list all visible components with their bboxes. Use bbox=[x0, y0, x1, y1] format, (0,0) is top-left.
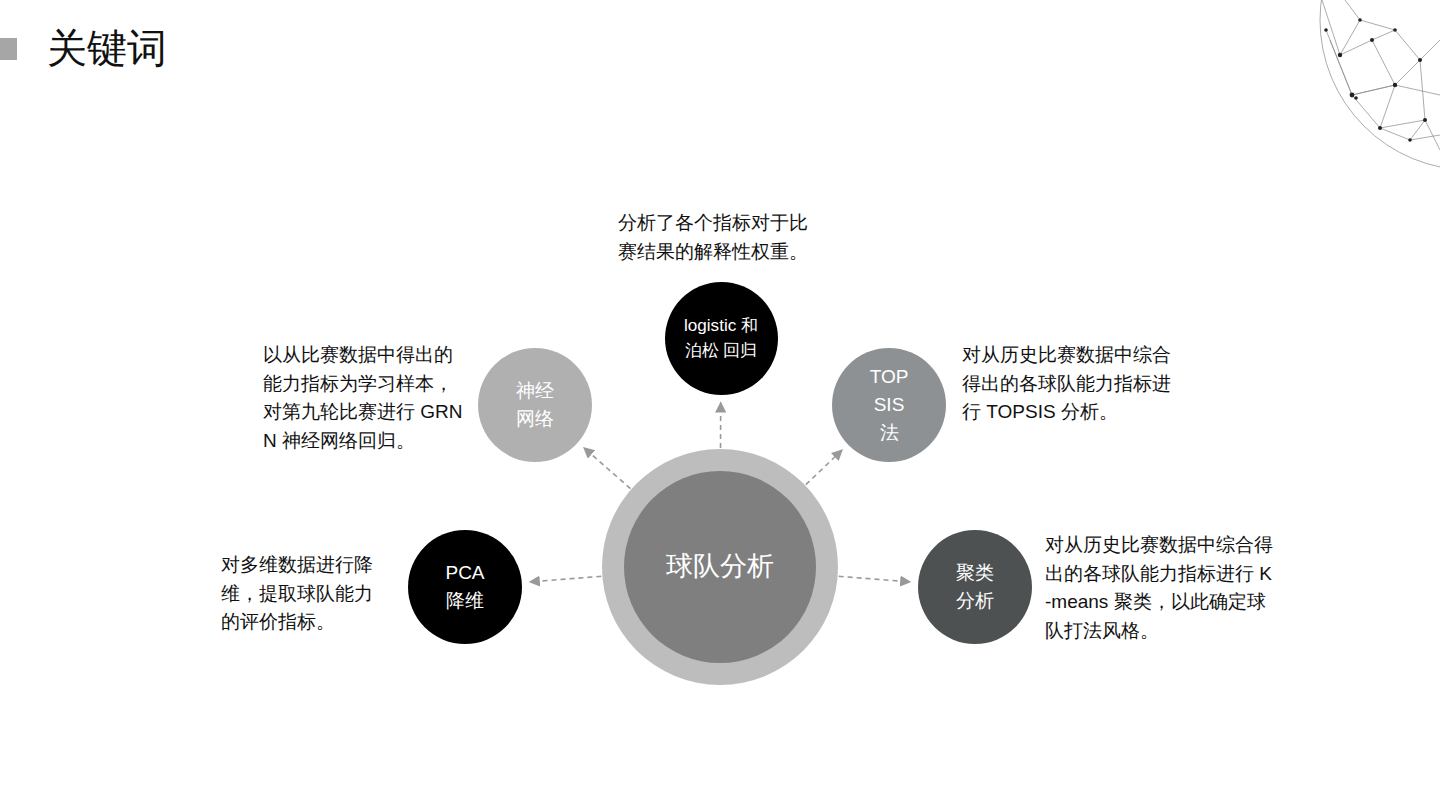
dashed-arrow bbox=[530, 576, 602, 582]
description-note: 以从比赛数据中得出的能力指标为学习样本，对第九轮比赛进行 GRNN 神经网络回归… bbox=[263, 341, 465, 455]
circle-shape bbox=[918, 530, 1032, 644]
topic-circle: logistic 和泊松 回归 bbox=[665, 282, 778, 395]
topic-circle: TOP SIS 法 bbox=[832, 348, 946, 462]
globe-dots bbox=[1324, 18, 1427, 142]
title-marker bbox=[0, 38, 17, 60]
description-note: 对从历史比赛数据中综合得出的各球队能力指标进行 TOPSIS 分析。 bbox=[962, 341, 1186, 427]
circle-shape bbox=[408, 530, 522, 644]
circle-shape bbox=[478, 348, 592, 462]
hub-label: 球队分析 bbox=[645, 547, 795, 587]
circle-fill bbox=[832, 348, 946, 462]
topic-circle: 聚类 分析 bbox=[918, 530, 1032, 644]
dashed-arrow bbox=[839, 576, 911, 582]
hub-circle: 球队分析 bbox=[602, 449, 838, 685]
description-note: 分析了各个指标对于比赛结果的解释性权重。 bbox=[618, 209, 824, 266]
circle-fill bbox=[918, 530, 1032, 644]
topic-label: PCA 降维 bbox=[440, 559, 490, 615]
topic-label: logistic 和泊松 回归 bbox=[684, 313, 758, 364]
circle-fill bbox=[478, 348, 592, 462]
circle-fill bbox=[408, 530, 522, 644]
circle-fill bbox=[665, 282, 778, 395]
topic-circle: PCA 降维 bbox=[408, 530, 522, 644]
description-note: 对多维数据进行降维，提取球队能力的评价指标。 bbox=[221, 551, 385, 637]
dashed-arrow bbox=[806, 450, 842, 485]
topic-label: TOP SIS 法 bbox=[864, 363, 914, 447]
topic-label: 聚类 分析 bbox=[952, 559, 998, 615]
topic-circle: 神经 网络 bbox=[478, 348, 592, 462]
outer-ring bbox=[602, 449, 838, 685]
globe-ornament bbox=[1320, 0, 1440, 170]
page-title: 关键词 bbox=[47, 24, 167, 72]
description-note: 对从历史比赛数据中综合得出的各球队能力指标进行 K-means 聚类，以此确定球… bbox=[1045, 531, 1277, 645]
circle-shape bbox=[665, 282, 778, 395]
topic-label: 神经 网络 bbox=[512, 377, 558, 433]
dashed-arrow bbox=[584, 448, 631, 489]
inner-circle bbox=[624, 471, 816, 663]
dashed-arrow bbox=[720, 402, 722, 448]
